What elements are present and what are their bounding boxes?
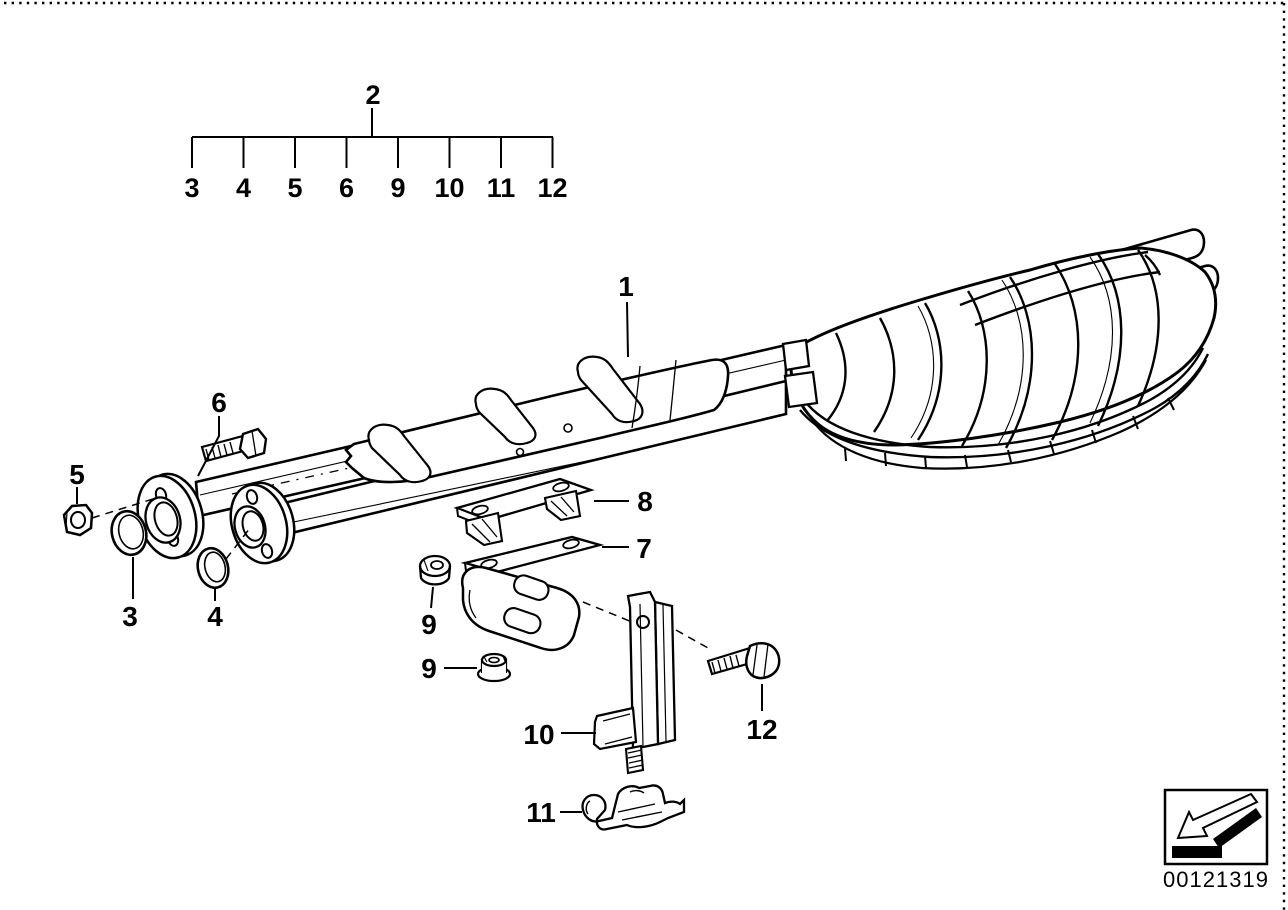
callout-10-bracket-hanger[interactable]: 10 — [523, 719, 554, 750]
tree-member-12[interactable]: 12 — [537, 173, 567, 203]
callout-7-holder-plate[interactable]: 7 — [636, 533, 652, 564]
rubber-mount — [460, 565, 581, 652]
callout-8-support-bracket[interactable]: 8 — [637, 486, 653, 517]
screw-threads — [205, 441, 234, 461]
muffler-body — [781, 228, 1220, 470]
mount-slot — [513, 574, 550, 601]
tree-member-9[interactable]: 9 — [390, 173, 405, 203]
screw-part — [200, 427, 268, 463]
callout-6-screw[interactable]: 6 — [211, 387, 227, 418]
muffler-assembly-drawing — [62, 228, 1220, 831]
callout-11-clamp[interactable]: 11 — [526, 797, 556, 828]
muffler-shell-highlights — [910, 256, 1114, 446]
callout-1-muffler[interactable]: 1 — [618, 271, 634, 302]
tree-member-5[interactable]: 5 — [287, 173, 302, 203]
callout-12-hex-bolt[interactable]: 12 — [746, 714, 777, 745]
hanger-hole — [636, 615, 650, 629]
callout-tree-lines — [191, 108, 554, 168]
callout-tree: 2 3 4 5 6 9 10 11 12 — [184, 80, 567, 203]
bracket-hanger-part — [592, 590, 677, 775]
tree-member-11[interactable]: 11 — [487, 173, 516, 203]
callout-5-hex-nut[interactable]: 5 — [69, 459, 85, 490]
support-bracket-part — [453, 477, 595, 547]
muffler-shell-ribs — [826, 249, 1160, 449]
heat-shield — [344, 355, 730, 484]
flange-pipe-bore — [241, 510, 265, 542]
flange-bolt-hole — [245, 489, 259, 505]
callout-9-cap-nut[interactable]: 9 — [421, 653, 437, 684]
footer: 00121319 — [1163, 788, 1269, 892]
shield-screw-icon — [563, 423, 573, 433]
flange-pipe-bore — [153, 501, 179, 537]
holder-plate-part — [460, 535, 605, 652]
tree-member-4[interactable]: 4 — [236, 173, 251, 203]
flange-pipe-collar — [233, 505, 267, 549]
hex-bolt-part — [706, 642, 781, 680]
callout-3-gasket-ring[interactable]: 3 — [122, 601, 138, 632]
callout-labels: 1 5 6 3 4 8 7 9 9 10 11 12 — [69, 271, 777, 828]
tree-member-3[interactable]: 3 — [184, 173, 199, 203]
hex-nut-part — [62, 503, 94, 537]
mount-slot — [503, 607, 542, 635]
callout-9-grommet[interactable]: 9 — [421, 609, 437, 640]
inlet-collar-1 — [781, 338, 811, 372]
tree-group-label[interactable]: 2 — [365, 80, 380, 110]
muffler-skirt-ribs — [844, 397, 1175, 469]
shield-strap-1 — [367, 423, 432, 484]
clamp-part — [581, 784, 686, 831]
flange-pipe-collar — [144, 496, 182, 544]
front-flange — [136, 472, 205, 560]
page-border — [4, 1, 1288, 910]
assembly-axis-lines — [91, 497, 709, 649]
cap-nut-part — [476, 652, 512, 683]
shield-strap-3 — [576, 355, 644, 424]
shield-screw-icon — [515, 447, 525, 457]
flange-bolt-hole — [260, 543, 274, 559]
shield-strap-2 — [474, 387, 537, 446]
tree-member-6[interactable]: 6 — [339, 173, 354, 203]
leader-lines — [76, 301, 763, 813]
nav-arrow-box[interactable] — [1163, 788, 1269, 866]
muffler-inlet-band — [959, 250, 1162, 327]
callout-4-sealing-ring[interactable]: 4 — [207, 601, 223, 632]
tree-member-10[interactable]: 10 — [434, 173, 464, 203]
muffler-seam — [799, 347, 1210, 470]
rear-flange — [229, 481, 296, 565]
inlet-collar-2 — [783, 370, 819, 409]
page-turn-arrow-icon — [1172, 792, 1262, 858]
grommet-part — [418, 554, 452, 586]
drawing-number: 00121319 — [1163, 867, 1269, 892]
sealing-ring-part — [196, 546, 230, 590]
gasket-ring-part — [110, 509, 148, 557]
